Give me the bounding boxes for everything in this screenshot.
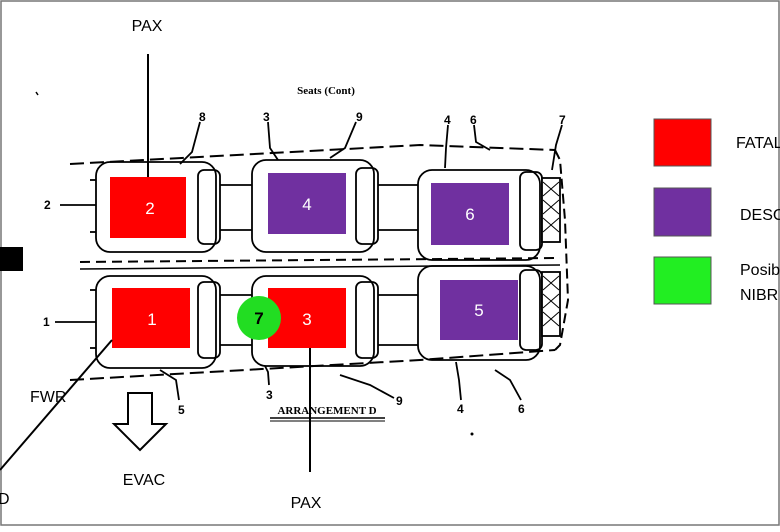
seat-1-fill [112, 288, 190, 348]
marker-7-label: 7 [254, 309, 263, 328]
legend-swatch-desc [653, 187, 712, 237]
seat-4-fill [268, 173, 346, 234]
callout-4-bot: 4 [457, 402, 464, 416]
seat-frame-5 [417, 265, 561, 361]
seat-frame-2 [90, 161, 252, 253]
callout-6-top: 6 [470, 113, 477, 127]
seat-frame-4 [251, 159, 418, 253]
legend-label-desc: DESC [740, 207, 780, 224]
callout-2: 2 [44, 198, 51, 212]
speck [35, 91, 39, 96]
seat-frame-6 [417, 169, 561, 261]
legend-label-possible-1: Posib [740, 262, 780, 279]
callout-4-top: 4 [444, 113, 451, 127]
legend-swatch-possible [653, 256, 712, 305]
evac-label: EVAC [123, 472, 165, 489]
seat-2-fill [110, 177, 186, 238]
callout-9-bot: 9 [396, 394, 403, 408]
seat-6-fill [431, 183, 509, 245]
aisle-line-top [79, 257, 561, 263]
diagonal-pointer [0, 339, 113, 471]
fwr-label: FWR [30, 389, 66, 406]
seat-4-label: 4 [302, 195, 311, 214]
evac-arrow-icon [111, 392, 169, 452]
callout-5: 5 [178, 403, 185, 417]
callout-3-top: 3 [263, 110, 270, 124]
pax-bottom-label: PAX [291, 495, 322, 512]
black-marker [0, 247, 23, 271]
callout-8: 8 [199, 110, 206, 124]
fuselage-outline-bottom [69, 349, 556, 381]
callout-6-bot: 6 [518, 402, 525, 416]
legend-label-fatal: FATAL [736, 135, 780, 152]
seat-3-label: 3 [302, 310, 311, 329]
callout-lines [55, 121, 563, 401]
seat-5-label: 5 [474, 301, 483, 320]
speck-2 [470, 432, 474, 436]
seat-1-label: 1 [147, 310, 156, 329]
fuselage-outline [69, 143, 556, 165]
seat-6-label: 6 [465, 205, 474, 224]
seat-5-fill [440, 280, 518, 340]
callout-7: 7 [559, 113, 566, 127]
nose-bulkhead [554, 149, 570, 351]
diagram-title: Seats (Cont) [297, 85, 355, 97]
callout-1: 1 [43, 315, 50, 329]
seat-2-label: 2 [145, 199, 154, 218]
legend-label-possible-2: NIBR [740, 287, 778, 304]
arrangement-caption: ARRANGEMENT D [277, 405, 376, 417]
cut-label: D [0, 491, 10, 508]
pax-top-label: PAX [132, 18, 163, 35]
marker-7 [237, 296, 281, 340]
callout-3-bot: 3 [266, 388, 273, 402]
legend-swatch-fatal [653, 118, 712, 167]
callout-9-top: 9 [356, 110, 363, 124]
